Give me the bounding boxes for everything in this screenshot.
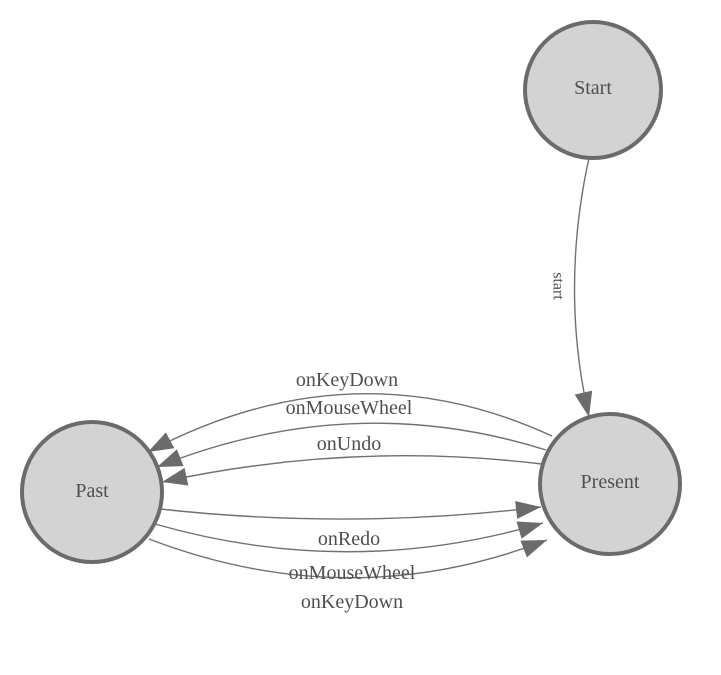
state-node-label-past: Past xyxy=(75,480,109,502)
nodes-layer xyxy=(20,20,682,564)
transition-edge-present-to-past-onundo xyxy=(161,455,543,486)
transition-label-present-to-past-onkeydown: onKeyDown xyxy=(296,369,398,391)
state-node-start[interactable] xyxy=(523,20,663,160)
transition-label-start-to-present: start xyxy=(550,272,567,300)
state-node-label-start: Start xyxy=(574,77,612,99)
transition-label-past-to-present-onkeydown: onKeyDown xyxy=(301,591,403,613)
transition-edge-past-to-present-onmousewheel xyxy=(154,521,544,553)
transition-label-past-to-present-onredo: onRedo xyxy=(318,528,380,550)
transition-edge-present-to-past-onmousewheel xyxy=(156,422,547,468)
transition-edge-present-to-past-onkeydown xyxy=(147,393,553,453)
transition-label-past-to-present-onmousewheel: onMouseWheel xyxy=(289,562,416,584)
edges-layer xyxy=(147,157,593,579)
transition-edge-past-to-present-onredo xyxy=(159,501,542,520)
state-node-past[interactable] xyxy=(20,420,164,564)
transition-label-present-to-past-onundo: onUndo xyxy=(317,433,381,455)
state-node-label-present: Present xyxy=(581,471,640,493)
state-node-present[interactable] xyxy=(538,412,682,556)
transition-edge-past-to-present-onkeydown xyxy=(148,538,548,579)
transition-label-present-to-past-onmousewheel: onMouseWheel xyxy=(286,397,413,419)
transition-edge-start-to-present xyxy=(573,157,593,418)
